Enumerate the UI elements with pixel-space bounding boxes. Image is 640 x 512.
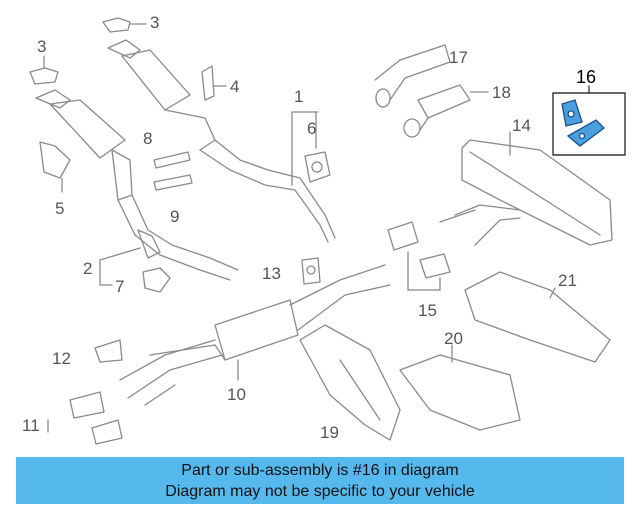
- callout-3-left: 3: [37, 37, 47, 56]
- callout-11: 11: [22, 416, 40, 435]
- exhaust-system-diagram: [29, 17, 626, 445]
- part-18-tailpipe-tip: [403, 84, 489, 138]
- callout-13: 13: [262, 264, 281, 283]
- diagram-notice-banner: Part or sub-assembly is #16 in diagram D…: [16, 457, 624, 504]
- callout-14: 14: [512, 116, 531, 135]
- part-15-clamps: [387, 221, 451, 291]
- part-3-top-bracket: [102, 17, 147, 33]
- part-20-heat-shield: [399, 344, 521, 431]
- callout-4: 4: [230, 77, 240, 96]
- callout-9: 9: [170, 207, 180, 226]
- banner-line-2: Diagram may not be specific to your vehi…: [165, 483, 475, 500]
- callout-2: 2: [83, 259, 93, 278]
- callout-21: 21: [558, 271, 577, 290]
- catalytic-converter-upper: [107, 39, 336, 243]
- callout-8: 8: [143, 129, 153, 148]
- part-3-left-bracket: [29, 55, 59, 85]
- part-13-hanger: [301, 257, 321, 285]
- part-5-bracket: [39, 141, 71, 193]
- callout-20: 20: [444, 329, 463, 348]
- callout-16: 16: [576, 67, 597, 87]
- part-21-heat-shield: [464, 271, 611, 363]
- part-16-highlight-box: [552, 85, 626, 156]
- callout-15: 15: [418, 301, 437, 320]
- callout-3-top: 3: [150, 13, 160, 32]
- part-10-pipe-assembly: [119, 264, 391, 406]
- part-16-hangers: [561, 99, 605, 147]
- banner-line-1: Part or sub-assembly is #16 in diagram: [181, 462, 459, 479]
- callout-10: 10: [227, 385, 246, 404]
- callout-1: 1: [294, 87, 304, 106]
- part-4-bracket: [201, 65, 227, 101]
- callout-12: 12: [52, 349, 71, 368]
- part-17-tailpipe-tip: [374, 44, 451, 108]
- part-6-clamp: [291, 111, 331, 186]
- callout-5: 5: [55, 199, 65, 218]
- part-14-rear-muffler: [439, 131, 613, 246]
- callout-7: 7: [115, 277, 125, 296]
- callout-18: 18: [492, 83, 511, 102]
- callout-6: 6: [307, 119, 317, 138]
- part-12-bracket: [94, 339, 123, 363]
- part-19-heat-shield: [299, 324, 401, 441]
- part-2-7-flange: [99, 229, 171, 293]
- catalytic-converter-left: [35, 89, 239, 281]
- callout-19: 19: [320, 423, 339, 442]
- part-8-9-gaskets: [153, 151, 193, 191]
- part-11-clamps: [47, 391, 123, 445]
- callout-17: 17: [449, 48, 468, 67]
